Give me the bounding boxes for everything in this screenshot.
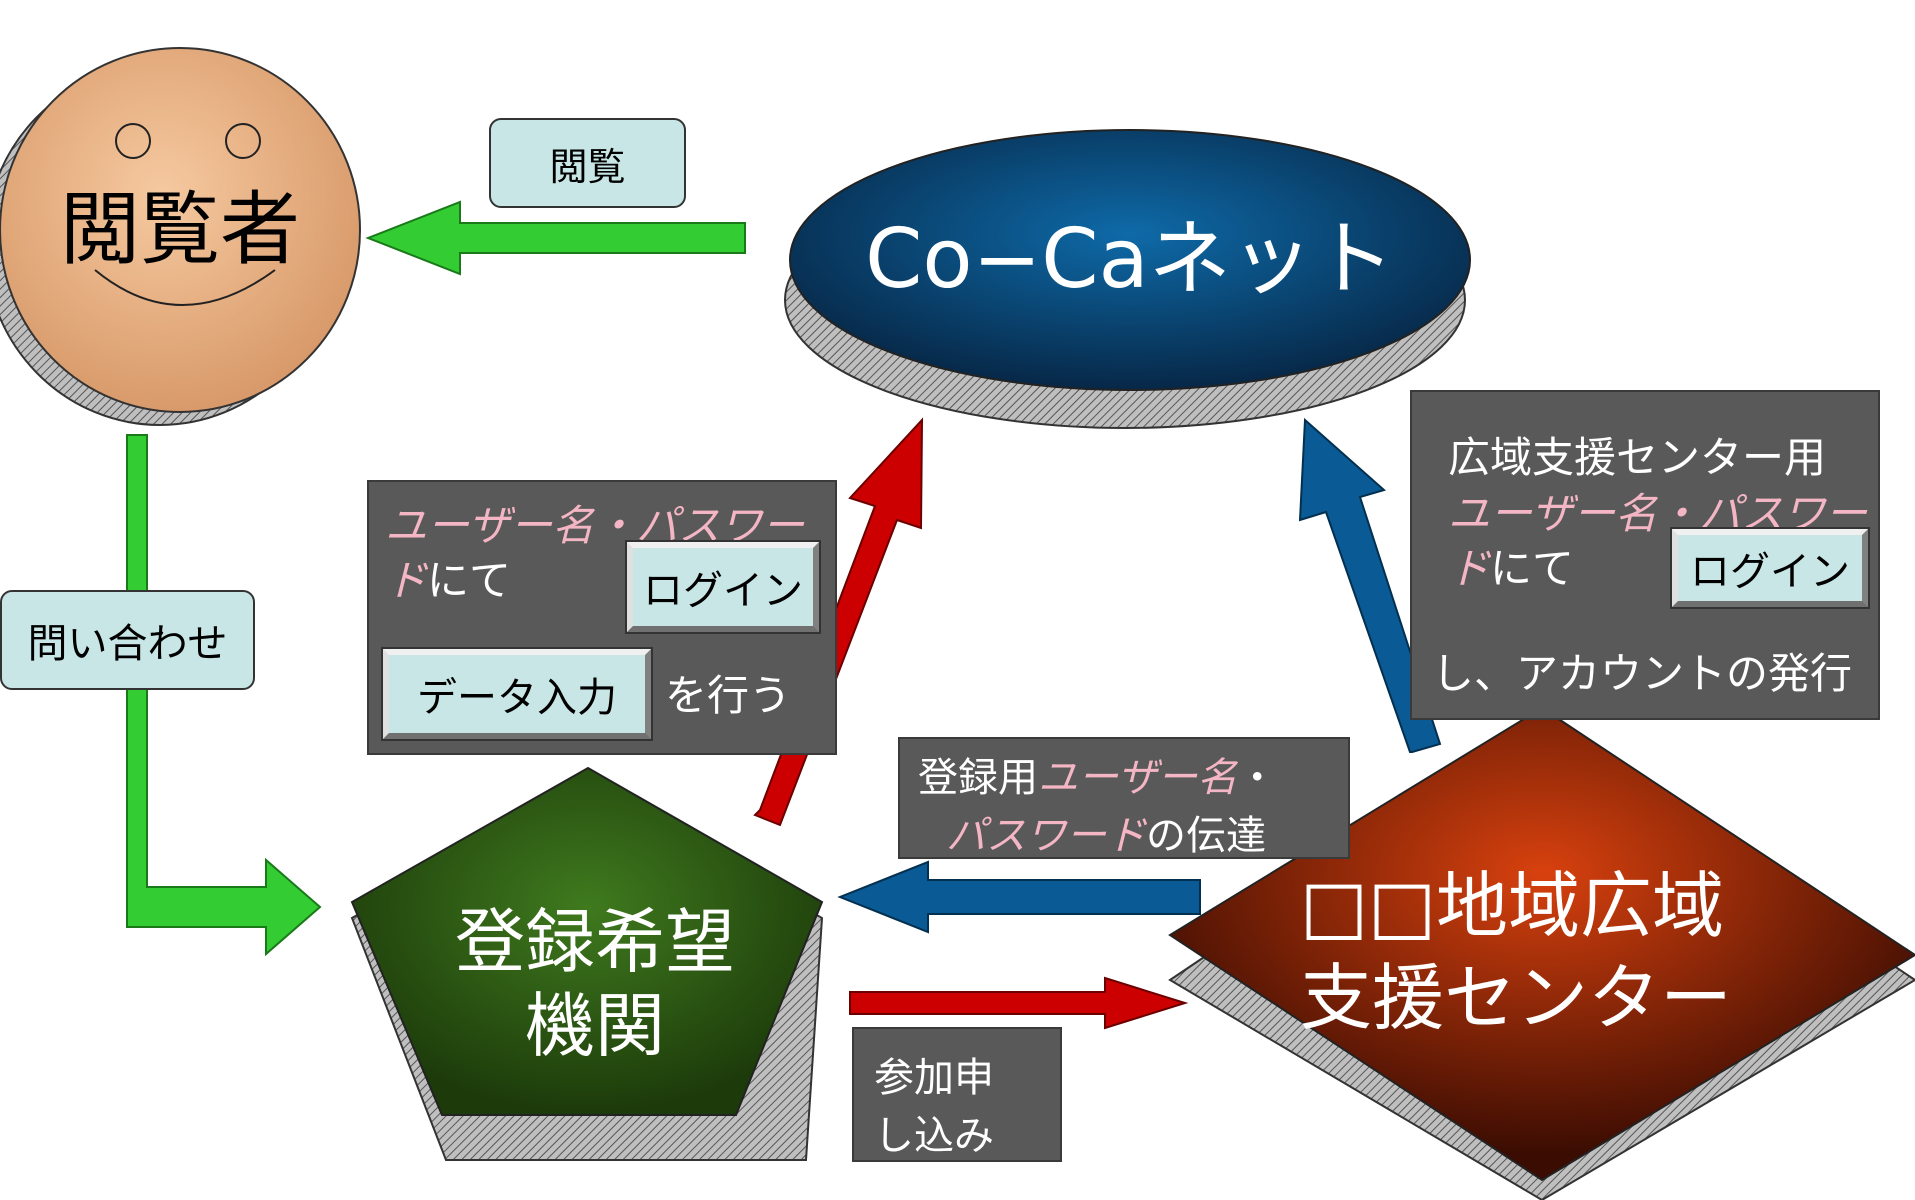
center-line1: □□地域広域	[1300, 864, 1725, 948]
center-login-box: 広域支援センター用 ユーザー名・パスワー ドにて ログイン し、アカウントの発行	[1410, 390, 1880, 720]
viewer-right-eye	[225, 123, 261, 159]
arrow-browse	[365, 200, 746, 276]
login-button[interactable]: ログイン	[625, 540, 821, 634]
browse-label: 閲覧	[489, 118, 686, 208]
login-box-trailing: を行う	[665, 671, 792, 720]
viewer-label: 閲覧者	[60, 183, 300, 276]
login-box-credentials: ユーザー名・パスワー	[385, 501, 805, 550]
center-box-via: にて	[1490, 544, 1575, 593]
viewer-face[interactable]	[0, 47, 361, 413]
registrant-line1: 登録希望	[455, 901, 735, 983]
registrant-login-box: ユーザー名・パスワー ドにて ログイン データ入力 を行う	[367, 480, 837, 755]
center-login-button[interactable]: ログイン	[1670, 527, 1870, 609]
cocanet-label: Co−Caネット	[865, 212, 1395, 307]
data-entry-button[interactable]: データ入力	[381, 647, 653, 741]
center-diamond[interactable]	[1168, 706, 1915, 1182]
arrow-inquiry	[126, 434, 322, 957]
transmit-dot: ・	[1237, 755, 1278, 801]
transmit-box: 登録用ユーザー名・ パスワードの伝達	[898, 737, 1350, 859]
login-box-via: にて	[427, 556, 512, 605]
transmit-password: パスワード	[946, 813, 1146, 859]
arrow-apply	[849, 976, 1189, 1030]
arrow-transmit	[837, 860, 1201, 934]
login-box-credentials-end: ド	[385, 556, 428, 605]
cocanet-ellipse[interactable]	[789, 129, 1471, 391]
center-box-title: 広域支援センター用	[1448, 433, 1827, 482]
registrant-line2: 機関	[525, 985, 665, 1067]
center-label: □□地域広域 支援センター	[1300, 860, 1820, 1050]
registrant-pentagon[interactable]	[350, 766, 824, 1116]
registrant-label: 登録希望 機関	[400, 900, 790, 1080]
center-box-credentials-end: ド	[1448, 544, 1491, 593]
viewer-smile	[94, 269, 276, 306]
center-line2: 支援センター	[1300, 956, 1733, 1040]
transmit-suffix: の伝達	[1146, 813, 1266, 859]
inquiry-label: 問い合わせ	[0, 590, 255, 690]
apply-box: 参加申 し込み	[852, 1027, 1062, 1162]
apply-line2: し込み	[874, 1113, 994, 1159]
transmit-prefix: 登録用	[918, 755, 1038, 801]
transmit-username: ユーザー名	[1038, 755, 1238, 801]
center-box-trailing: し、アカウントの発行	[1432, 649, 1853, 698]
apply-line1: 参加申	[874, 1055, 994, 1101]
viewer-left-eye	[115, 123, 151, 159]
